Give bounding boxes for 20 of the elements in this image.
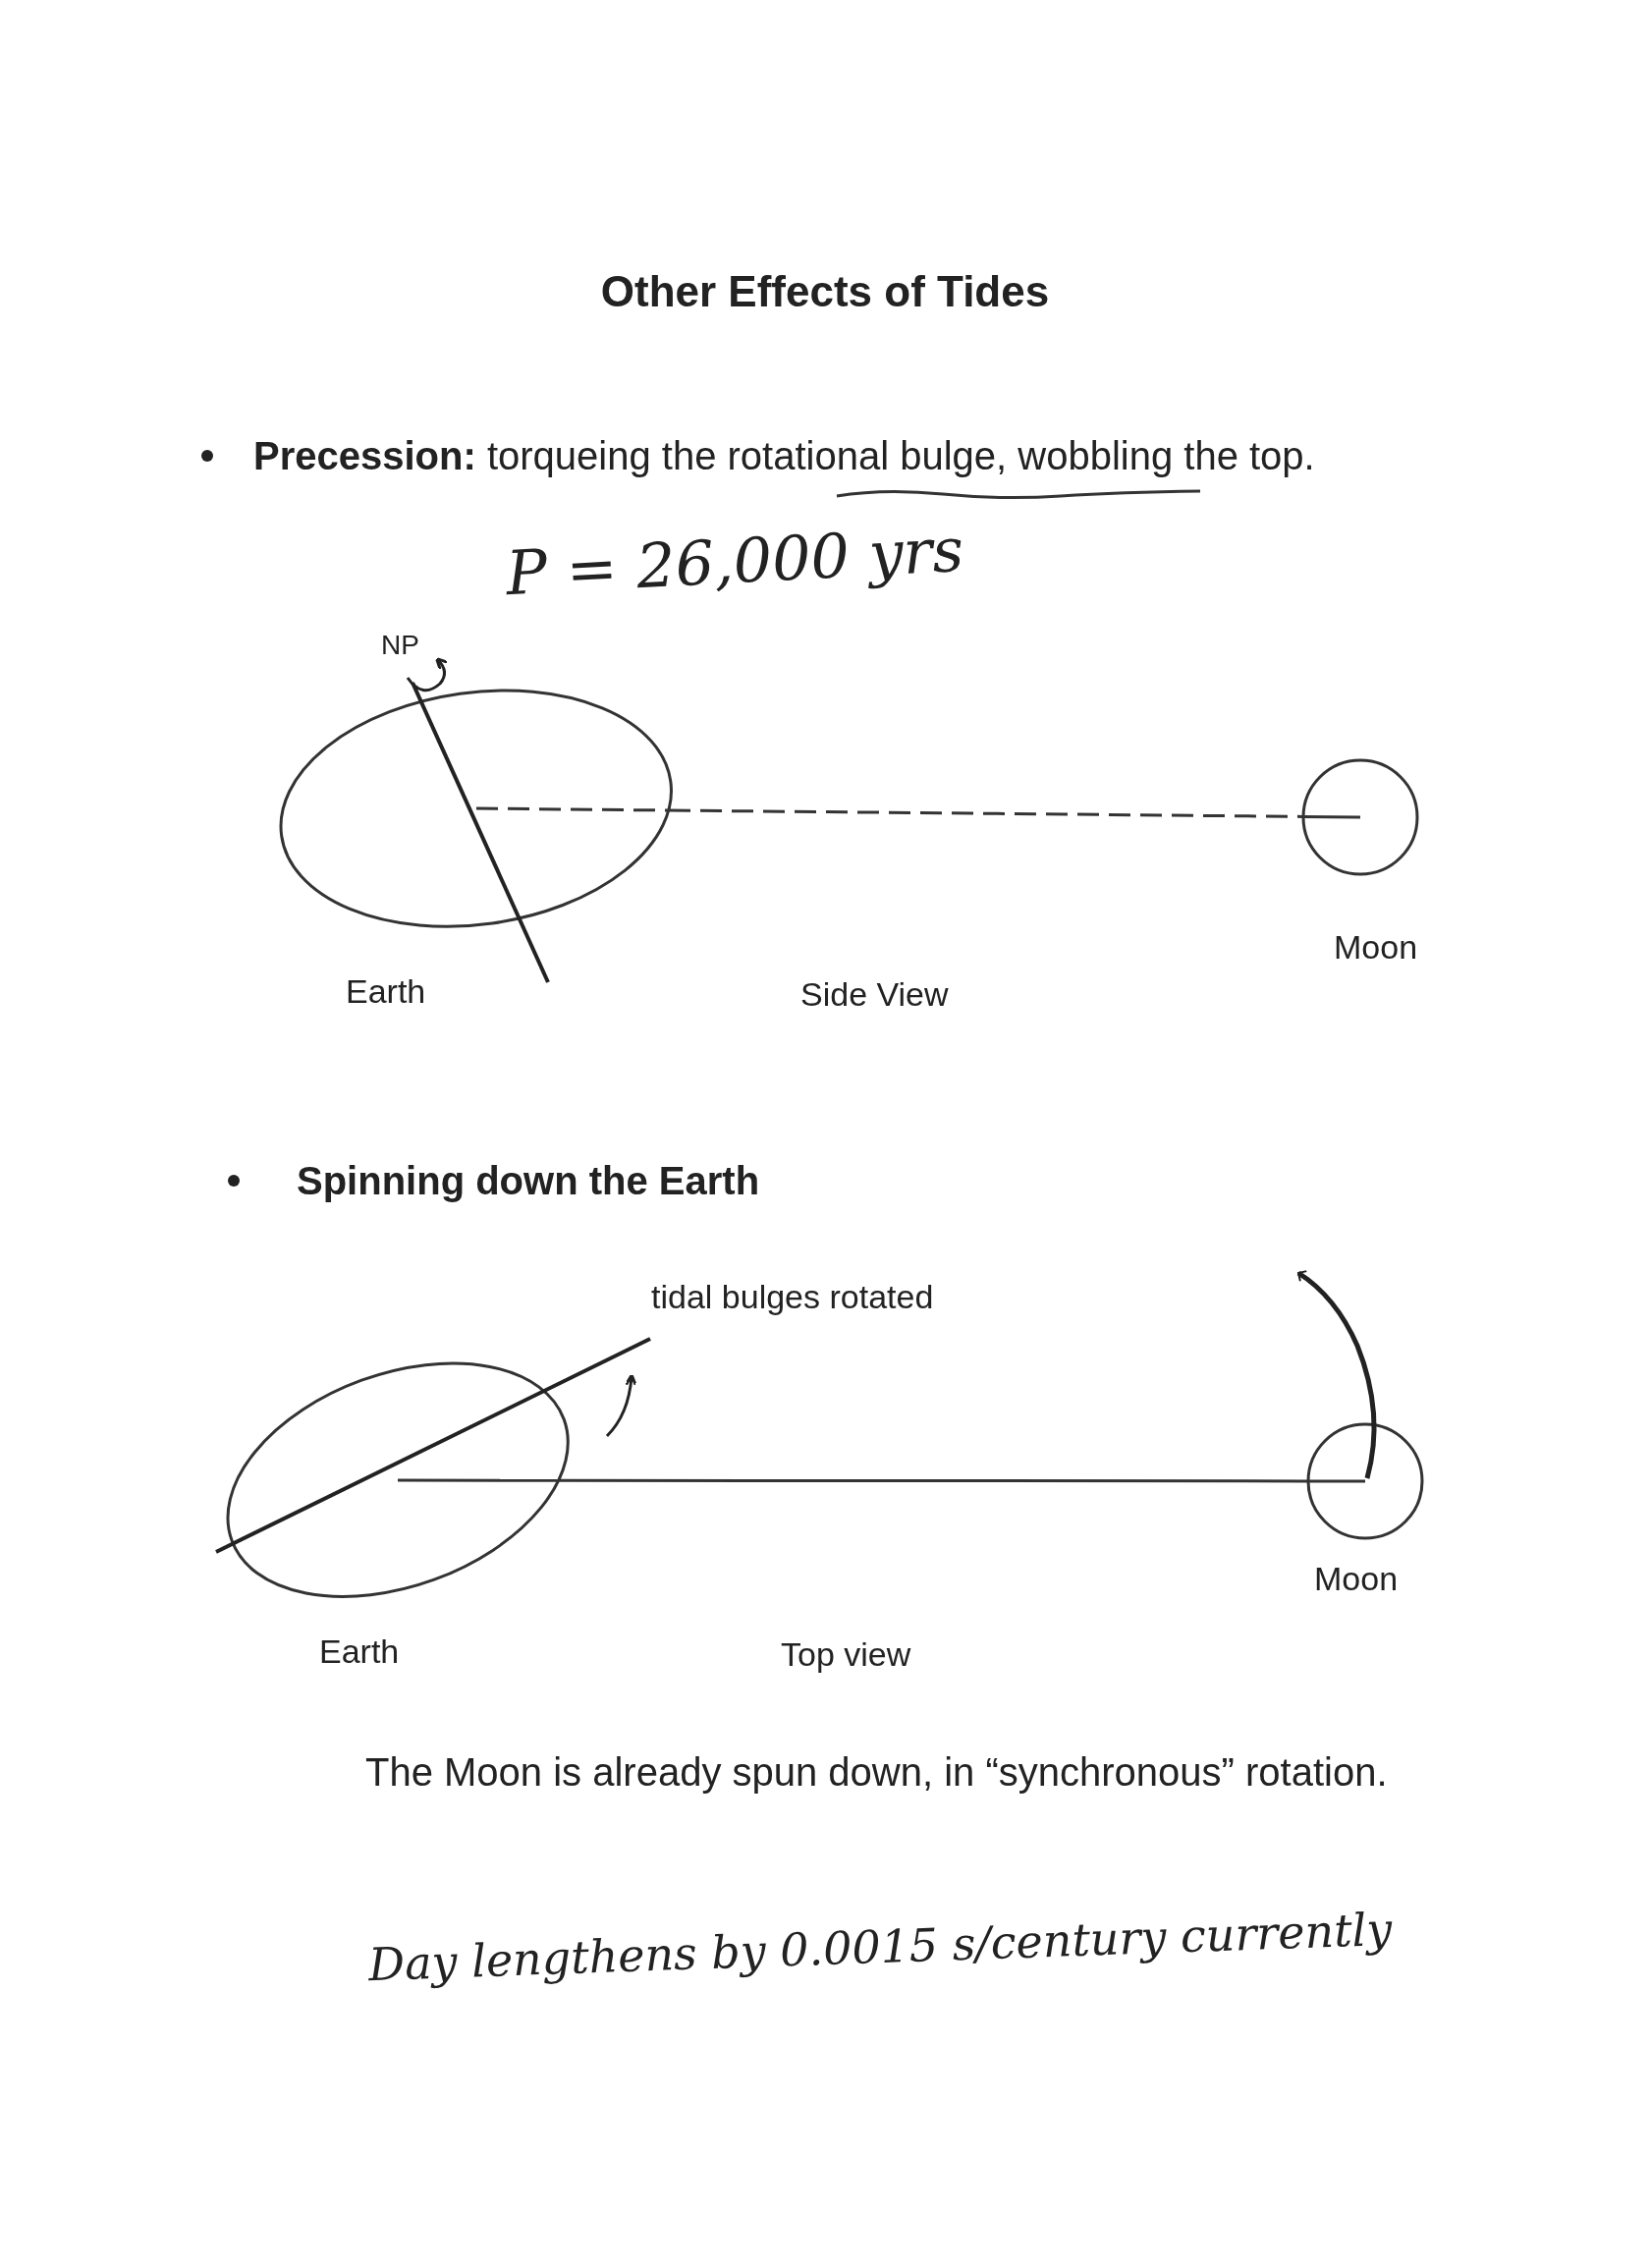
connector-line: [558, 1478, 1308, 1483]
planet-label: Moon: [1334, 928, 1418, 967]
connector-line: [669, 808, 1303, 818]
diagram-label: NP: [381, 629, 419, 662]
earth-ellipse: [225, 1361, 571, 1599]
diagram-label: tidal bulges rotated: [651, 1277, 934, 1317]
earth-ellipse: [279, 688, 674, 929]
planet-label: Moon: [1314, 1560, 1399, 1598]
handwritten-note: P = 26,000 yrs: [504, 513, 965, 611]
moon-circle: [1306, 1422, 1424, 1540]
planet-label: Earth: [319, 1632, 400, 1671]
view-caption: Top view: [781, 1634, 911, 1675]
bullet-text: Precession: torqueing the rotational bulge, wobbling the top.: [253, 433, 1316, 479]
planet-label: Earth: [346, 972, 426, 1011]
note-text: The Moon is already spun down, in “synchronous” rotation.: [365, 1749, 1389, 1796]
moon-circle: [1301, 758, 1419, 876]
handwritten-note: Day lengthens by 0.0015 s/century currently: [367, 1902, 1394, 1993]
view-caption: Side View: [800, 974, 949, 1015]
bullet-text: Spinning down the Earth: [297, 1158, 761, 1204]
title: Other Effects of Tides: [599, 267, 1051, 316]
